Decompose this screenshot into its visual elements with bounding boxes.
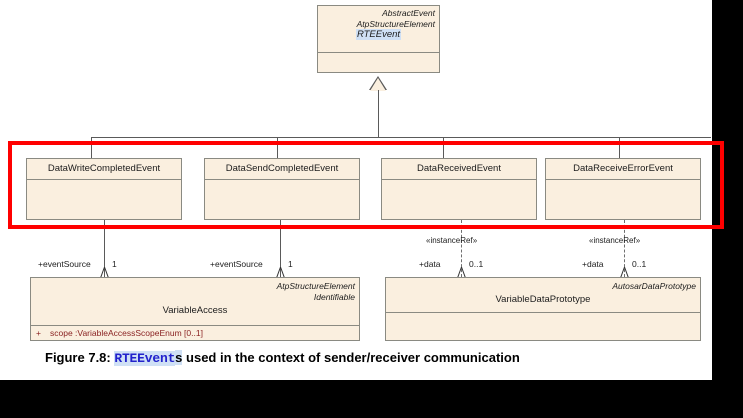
class-attribute-row[interactable]: + scope :VariableAccessScopeEnum [0..1] xyxy=(31,327,359,339)
class-box-datareceiveerrorevent[interactable]: DataReceiveErrorEvent xyxy=(545,158,701,220)
attribute-text: scope :VariableAccessScopeEnum [0..1] xyxy=(50,328,203,338)
attribute-visibility: + xyxy=(36,328,41,338)
class-divider xyxy=(382,179,536,180)
class-divider xyxy=(205,179,359,180)
class-name-variableaccess: VariableAccess xyxy=(162,305,228,316)
generalization-bus xyxy=(91,137,711,138)
class-header: DataReceiveErrorEvent xyxy=(546,159,700,179)
class-box-datawritecompletedevent[interactable]: DataWriteCompletedEvent xyxy=(26,158,182,220)
class-divider xyxy=(386,312,700,313)
class-name-rteevent: RTEEvent xyxy=(355,29,402,40)
caption-code-rteevent: RTEEvent xyxy=(114,351,176,366)
class-header-variabledataprototype: AutosarDataPrototype VariableDataPrototy… xyxy=(386,278,700,312)
class-stereotype: Identifiable xyxy=(313,291,355,302)
class-name: DataReceiveErrorEvent xyxy=(573,163,673,174)
class-header-rteevent: AbstractEvent AtpStructureElement RTEEve… xyxy=(318,6,439,52)
class-divider xyxy=(318,52,439,53)
class-divider xyxy=(31,325,359,326)
figure-caption: Figure 7.8: RTEEvents used in the contex… xyxy=(45,350,520,366)
association-line-eventsource-1[interactable] xyxy=(104,220,105,277)
class-stereotype: AtpStructureElement xyxy=(276,281,355,291)
class-body-variabledataprototype xyxy=(386,312,700,341)
class-divider xyxy=(546,179,700,180)
class-body-variableaccess: + scope :VariableAccessScopeEnum [0..1] xyxy=(31,325,359,341)
class-box-variableaccess[interactable]: AtpStructureElement Identifiable Variabl… xyxy=(30,277,360,341)
generalization-trunk xyxy=(378,90,379,137)
association-multiplicity: 1 xyxy=(112,259,117,269)
class-body-rteevent xyxy=(318,52,439,73)
caption-prefix: Figure 7.8: xyxy=(45,350,115,365)
association-role-label: +eventSource xyxy=(210,259,263,269)
generalization-riser xyxy=(443,137,444,158)
class-box-datareceivedevent[interactable]: DataReceivedEvent xyxy=(381,158,537,220)
generalization-riser xyxy=(277,137,278,158)
association-role-label: +data xyxy=(419,259,441,269)
caption-code-suffix: s xyxy=(175,350,183,365)
diagram-canvas: AbstractEvent AtpStructureElement RTEEve… xyxy=(0,0,712,380)
class-name: DataWriteCompletedEvent xyxy=(47,163,161,174)
class-stereotype: AtpStructureElement xyxy=(356,18,435,29)
generalization-arrowhead-fill xyxy=(370,78,386,91)
caption-rest: used in the context of sender/receiver c… xyxy=(182,350,520,365)
association-stereotype: «instanceRef» xyxy=(426,236,478,245)
class-stereotype: AbstractEvent xyxy=(382,8,435,18)
class-header: DataReceivedEvent xyxy=(382,159,536,179)
association-multiplicity: 0..1 xyxy=(469,259,484,269)
class-name: DataReceivedEvent xyxy=(417,163,501,174)
class-header: DataWriteCompletedEvent xyxy=(27,159,181,179)
annotation-red-rectangle xyxy=(8,141,724,229)
class-box-variabledataprototype[interactable]: AutosarDataPrototype VariableDataPrototy… xyxy=(385,277,701,341)
association-stereotype: «instanceRef» xyxy=(589,236,641,245)
association-multiplicity: 0..1 xyxy=(632,259,647,269)
generalization-riser xyxy=(619,137,620,158)
class-header: DataSendCompletedEvent xyxy=(205,159,359,179)
class-header-variableaccess: AtpStructureElement Identifiable Variabl… xyxy=(31,278,359,325)
class-divider xyxy=(27,179,181,180)
generalization-riser xyxy=(91,137,92,158)
association-multiplicity: 1 xyxy=(288,259,293,269)
association-role-label: +data xyxy=(582,259,604,269)
class-box-rteevent[interactable]: AbstractEvent AtpStructureElement RTEEve… xyxy=(317,5,440,73)
association-line-eventsource-2[interactable] xyxy=(280,220,281,277)
class-name: DataSendCompletedEvent xyxy=(225,163,339,174)
class-box-datasendcompletedevent[interactable]: DataSendCompletedEvent xyxy=(204,158,360,220)
association-line-data-2[interactable] xyxy=(624,220,625,277)
class-name-variabledataprototype: VariableDataPrototype xyxy=(495,293,591,305)
association-role-label: +eventSource xyxy=(38,259,91,269)
association-line-data-1[interactable] xyxy=(461,220,462,277)
class-stereotype: AutosarDataPrototype xyxy=(612,281,696,291)
